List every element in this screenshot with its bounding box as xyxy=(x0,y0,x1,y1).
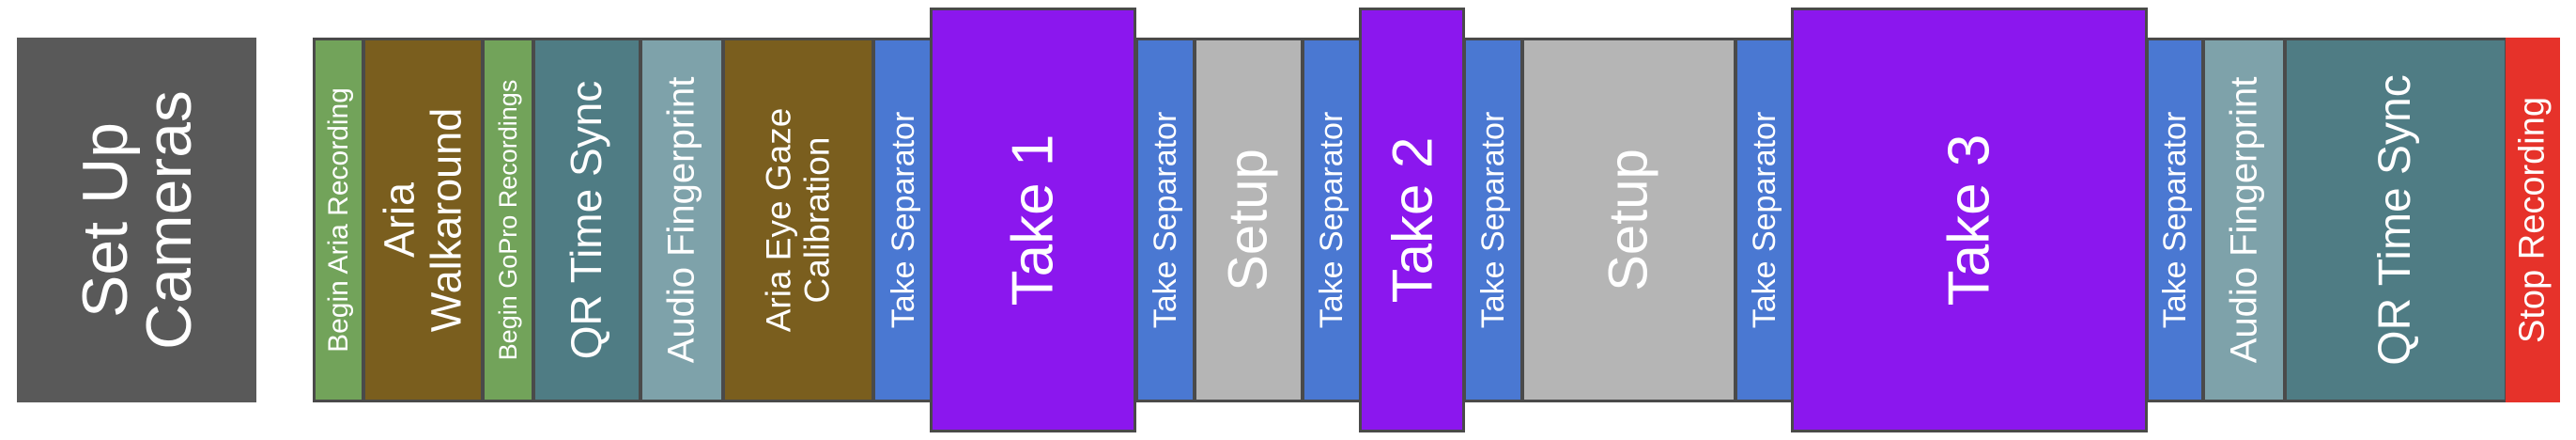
begin-aria-recording-block: Begin Aria Recording xyxy=(313,38,364,402)
audio-fingerprint-label-1: Audio Fingerprint xyxy=(660,76,702,364)
aria-eye-gaze-line2: Calibration xyxy=(798,136,837,304)
take-separator-label-5: Take Separator xyxy=(1746,111,1782,329)
aria-walkaround-line1: Aria xyxy=(375,181,424,259)
setup-cameras-label: Set Up Cameras xyxy=(69,65,205,375)
stop-recording-label: Stop Recording xyxy=(2512,97,2553,343)
take-1-label: Take 1 xyxy=(1000,134,1066,306)
audio-fingerprint-block-1: Audio Fingerprint xyxy=(640,38,724,402)
aria-eye-gaze-line1: Aria Eye Gaze xyxy=(759,107,798,333)
take-2-label: Take 2 xyxy=(1380,136,1443,304)
aria-eye-gaze-calibration-block: Aria Eye Gaze Calibration xyxy=(722,38,874,402)
setup-cameras-line1: Set Up xyxy=(69,122,141,318)
audio-fingerprint-label-2: Audio Fingerprint xyxy=(2223,76,2265,364)
take-separator-block-6: Take Separator xyxy=(2146,38,2204,402)
take-separator-block-1: Take Separator xyxy=(872,38,933,402)
take-separator-label-4: Take Separator xyxy=(1474,111,1511,329)
setup-block-2: Setup xyxy=(1521,38,1736,402)
take-separator-label-6: Take Separator xyxy=(2156,111,2193,329)
setup-label-1: Setup xyxy=(1217,149,1279,291)
stop-recording-block: Stop Recording xyxy=(2506,38,2560,402)
aria-walkaround-block: Aria Walkaround xyxy=(362,38,484,402)
setup-cameras-block: Set Up Cameras xyxy=(17,38,256,402)
qr-time-sync-label-1: QR Time Sync xyxy=(562,80,611,360)
take-3-block: Take 3 xyxy=(1791,8,2148,432)
qr-time-sync-label-2: QR Time Sync xyxy=(2370,74,2421,366)
take-separator-block-2: Take Separator xyxy=(1135,38,1195,402)
take-separator-block-4: Take Separator xyxy=(1463,38,1523,402)
take-separator-block-3: Take Separator xyxy=(1302,38,1362,402)
setup-block-1: Setup xyxy=(1194,38,1303,402)
aria-eye-gaze-calibration-label: Aria Eye Gaze Calibration xyxy=(760,108,838,333)
take-separator-label-2: Take Separator xyxy=(1147,111,1183,329)
take-separator-label-3: Take Separator xyxy=(1313,111,1350,329)
begin-gopro-recordings-block: Begin GoPro Recordings xyxy=(482,38,534,402)
setup-label-2: Setup xyxy=(1597,149,1659,291)
qr-time-sync-block-1: QR Time Sync xyxy=(532,38,641,402)
setup-cameras-line2: Cameras xyxy=(132,90,205,350)
take-1-block: Take 1 xyxy=(930,8,1136,432)
take-separator-label-1: Take Separator xyxy=(885,111,921,329)
audio-fingerprint-block-2: Audio Fingerprint xyxy=(2202,38,2286,402)
aria-walkaround-line2: Walkaround xyxy=(422,107,470,333)
begin-aria-recording-label: Begin Aria Recording xyxy=(322,87,354,353)
begin-gopro-recordings-label: Begin GoPro Recordings xyxy=(493,79,522,361)
take-2-block: Take 2 xyxy=(1359,8,1465,432)
qr-time-sync-block-2: QR Time Sync xyxy=(2284,38,2507,402)
take-separator-block-5: Take Separator xyxy=(1735,38,1795,402)
take-3-label: Take 3 xyxy=(1936,134,2002,306)
aria-walkaround-label: Aria Walkaround xyxy=(375,107,470,333)
